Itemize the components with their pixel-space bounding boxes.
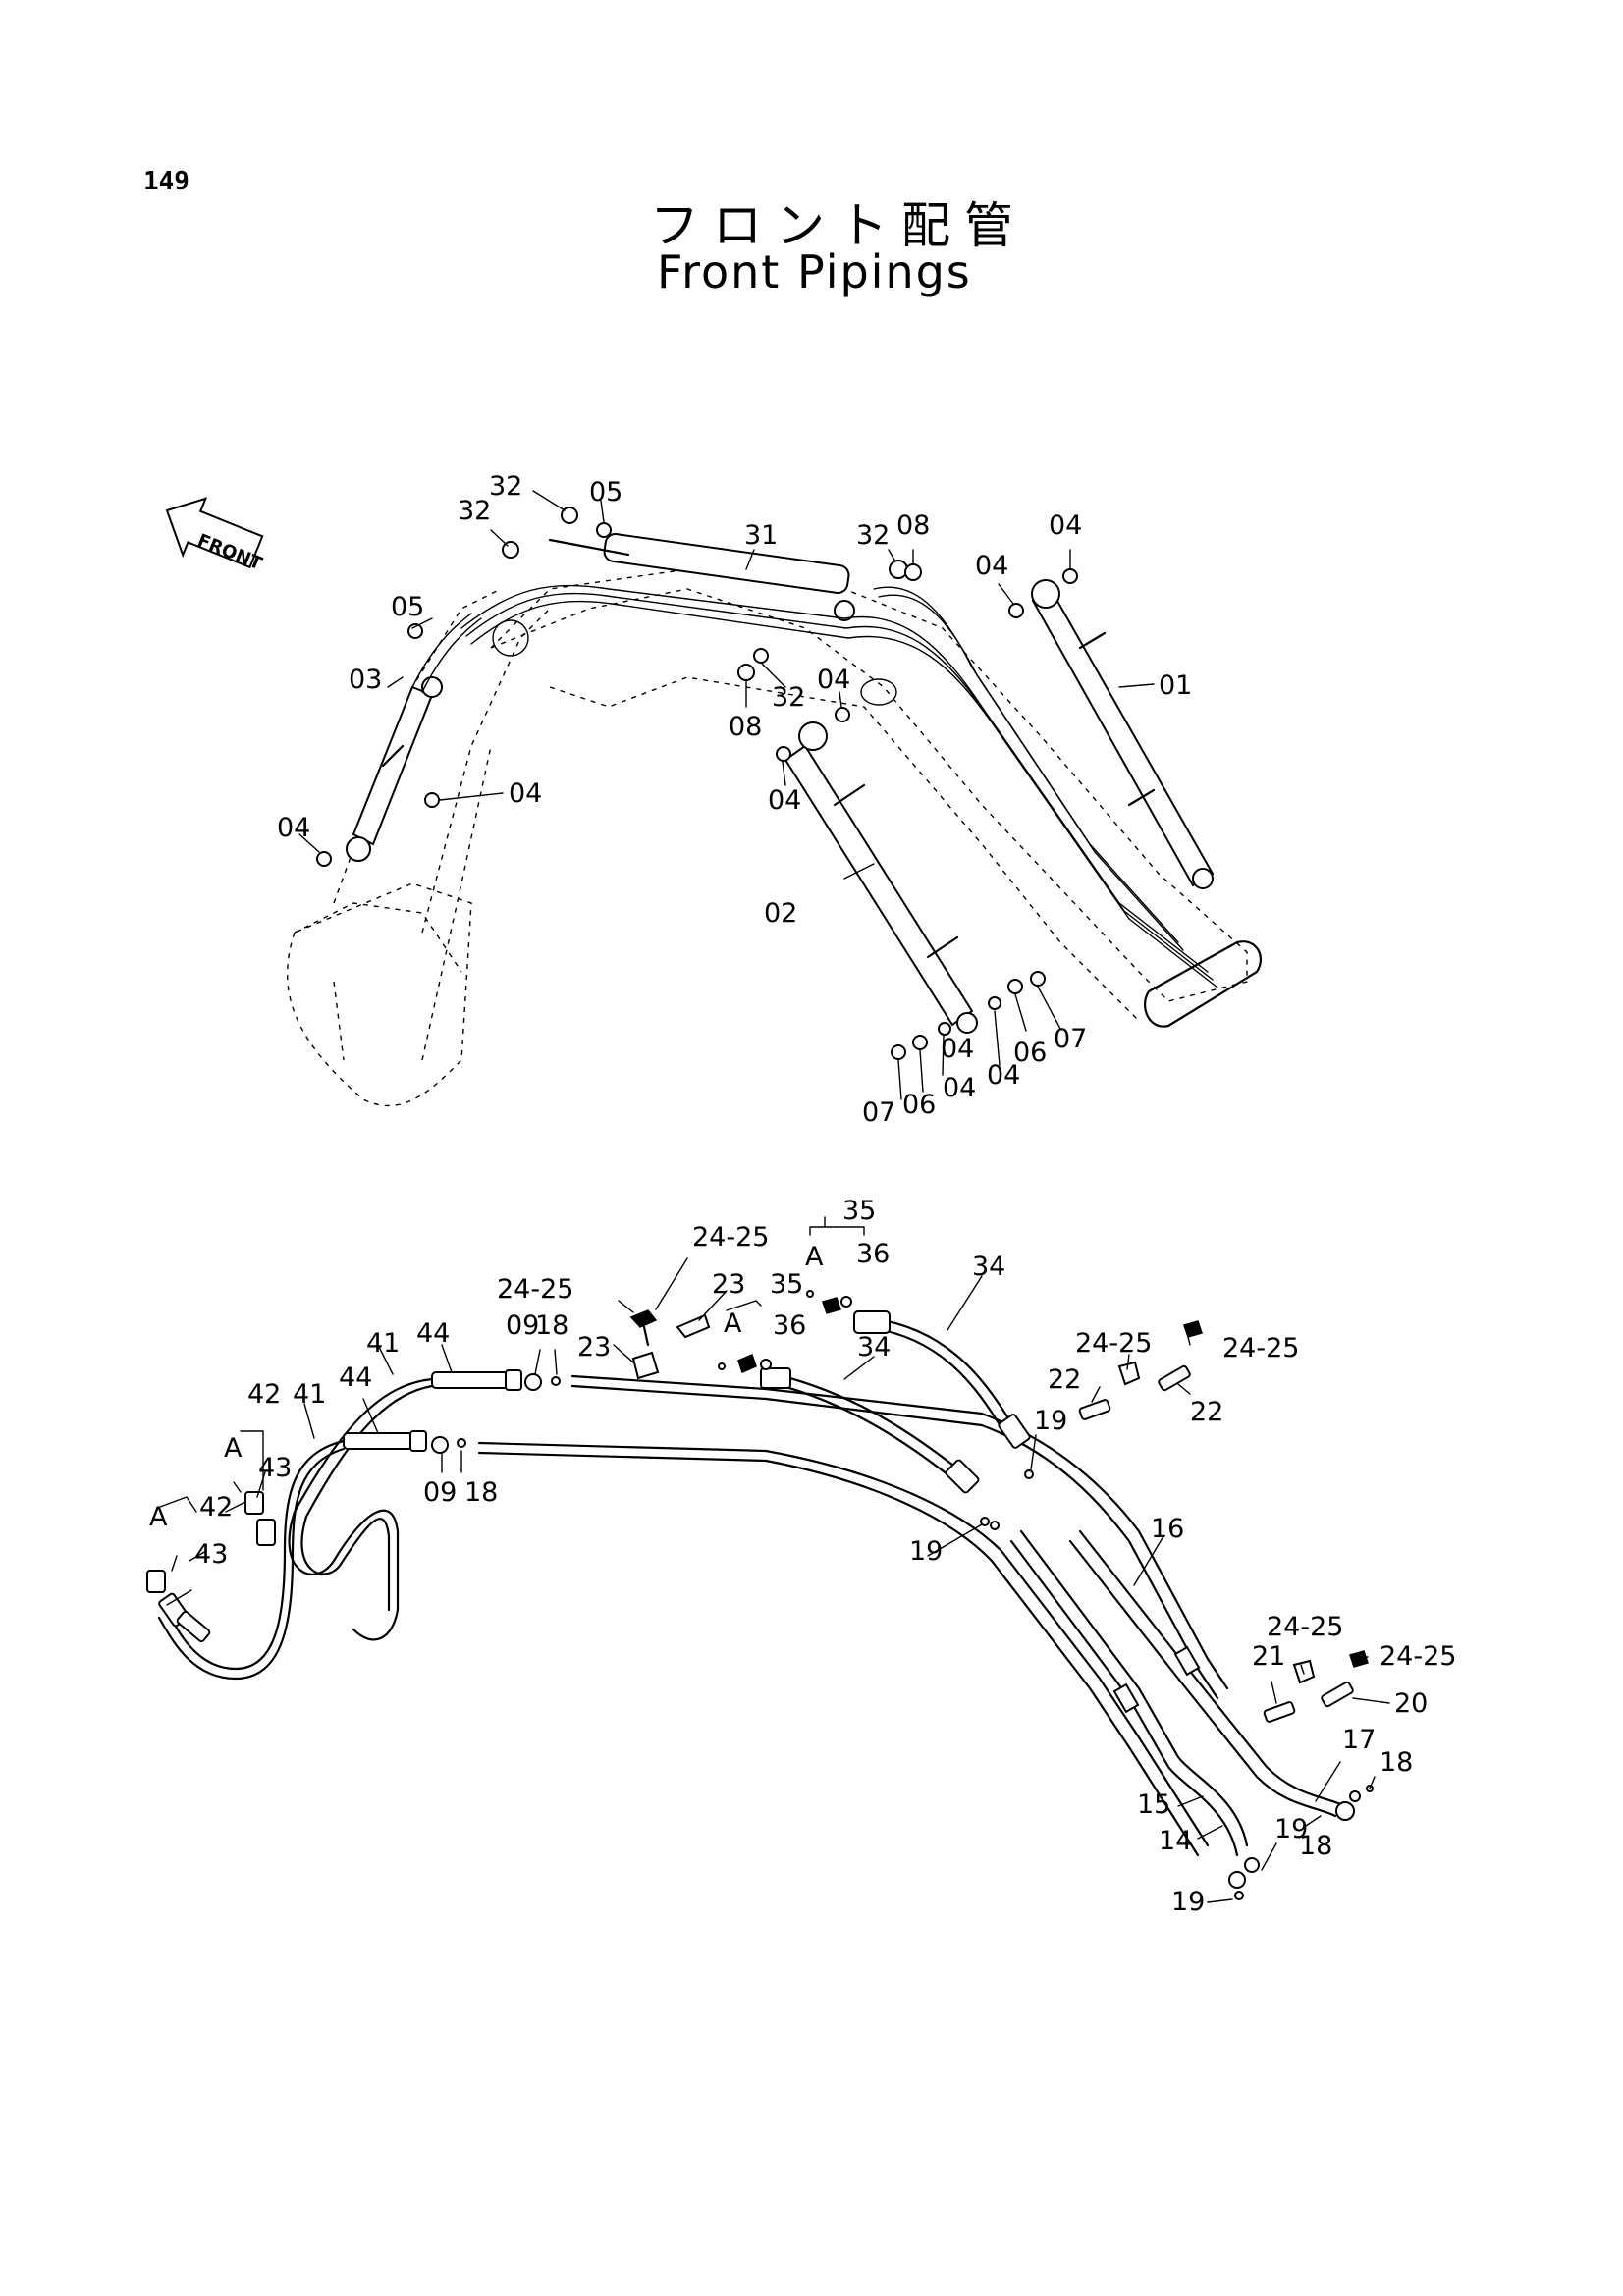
callout-label: 34 (857, 1332, 892, 1362)
callout-label: 24-25 (1267, 1612, 1344, 1642)
callout-label: 32 (489, 471, 523, 502)
callout-label: 35 (842, 1196, 877, 1226)
callout-label: 24-25 (1380, 1641, 1457, 1672)
callout-label: 06 (1013, 1038, 1048, 1068)
callout-label: 32 (856, 520, 891, 551)
callout-label: 14 (1159, 1826, 1193, 1856)
callout-label: 03 (349, 665, 383, 695)
callout-label: 05 (589, 477, 623, 507)
callout-label: 41 (293, 1379, 327, 1410)
callout-label: 19 (1034, 1406, 1068, 1436)
callout-label: 23 (577, 1332, 612, 1362)
callout-label: 24-25 (1222, 1333, 1300, 1363)
callout-label: 04 (817, 665, 851, 695)
callout-label: 43 (194, 1539, 229, 1570)
callout-label: 42 (199, 1492, 234, 1522)
callout-label: A (224, 1433, 243, 1464)
title-english: Front Pipings (657, 245, 972, 298)
small-parts-bottom (431, 1290, 1374, 1900)
callout-label: 08 (729, 712, 763, 742)
callout-label: 17 (1342, 1725, 1377, 1755)
callout-label: 19 (909, 1536, 944, 1567)
callout-label: 02 (764, 898, 798, 929)
callout-label: 16 (1151, 1514, 1185, 1544)
callout-label: 42 (247, 1379, 282, 1410)
page-number: 149 (143, 167, 189, 196)
callout-label: 08 (896, 510, 931, 541)
callout-label: 07 (1054, 1024, 1088, 1054)
callout-label: 07 (862, 1097, 896, 1128)
callout-label: 44 (339, 1362, 373, 1393)
callout-label: 35 (770, 1269, 804, 1300)
callout-label: A (149, 1502, 168, 1532)
callout-label: 01 (1159, 670, 1193, 701)
callout-label: 36 (856, 1239, 891, 1269)
callout-label: 05 (391, 592, 425, 622)
callout-label: 04 (1049, 510, 1083, 541)
callout-label: 18 (1380, 1747, 1414, 1778)
title-japanese: フロント配管 (650, 197, 1027, 254)
callout-label: 15 (1137, 1789, 1171, 1820)
callout-label: 34 (972, 1252, 1006, 1282)
callout-label: 18 (535, 1310, 569, 1341)
callout-label: 18 (464, 1477, 499, 1508)
callout-label: 21 (1252, 1641, 1286, 1672)
callout-label: 18 (1299, 1831, 1333, 1861)
callout-label: 32 (458, 496, 492, 526)
callout-label: 04 (509, 778, 543, 809)
callout-label: 04 (277, 813, 311, 843)
callout-label: 41 (366, 1328, 401, 1359)
callout-label: 04 (941, 1034, 975, 1064)
callout-label: 23 (712, 1269, 746, 1300)
washer-group-top (316, 507, 1078, 1060)
callout-label: 04 (768, 785, 802, 816)
callout-label: 24-25 (692, 1222, 770, 1253)
callout-label: 43 (258, 1453, 293, 1483)
callout-label: 20 (1394, 1688, 1429, 1719)
callout-label: 36 (773, 1310, 807, 1341)
callout-label: 19 (1171, 1887, 1206, 1917)
callout-label: A (724, 1308, 742, 1339)
callout-label: 09 (423, 1477, 458, 1508)
callout-label: 04 (943, 1073, 977, 1103)
callout-label: 31 (744, 520, 779, 551)
callout-label: 24-25 (1075, 1328, 1153, 1359)
callout-label: 09 (506, 1310, 540, 1341)
callout-label: 06 (902, 1090, 937, 1120)
callout-label: A (805, 1242, 824, 1272)
callout-label: 22 (1048, 1364, 1082, 1395)
callout-label: 24-25 (497, 1274, 574, 1305)
callout-label: 44 (416, 1318, 451, 1349)
callout-label: 22 (1190, 1397, 1224, 1427)
callout-label: 19 (1274, 1814, 1309, 1844)
callout-label: 04 (987, 1060, 1021, 1091)
callout-label: 32 (772, 682, 806, 713)
callout-label: 04 (975, 551, 1009, 581)
